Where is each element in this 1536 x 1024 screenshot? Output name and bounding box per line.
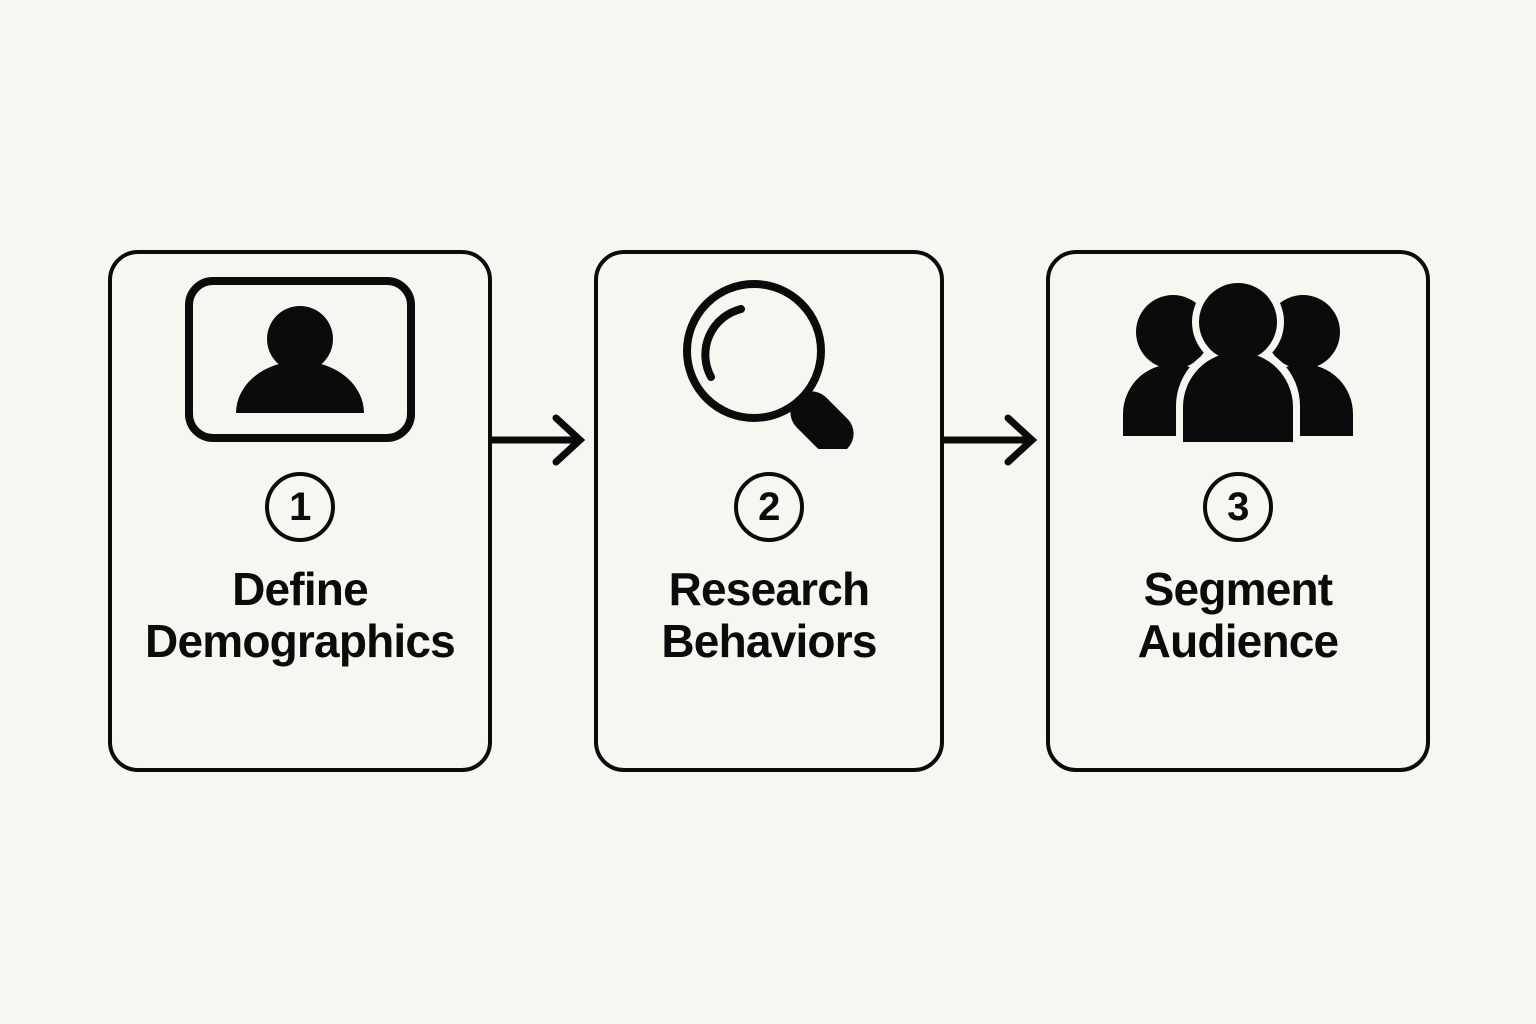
- arrow-right-icon-1: [492, 414, 586, 466]
- id-card-person-icon: [185, 276, 415, 442]
- step-2-icon-slot: [598, 264, 940, 454]
- step-3-icon-slot: [1050, 264, 1426, 454]
- step-2-label: Research Behaviors: [661, 563, 877, 667]
- process-step-card-2[interactable]: 2 Research Behaviors: [594, 250, 944, 772]
- step-1-icon-slot: [112, 264, 488, 454]
- step-3-number-badge: 3: [1203, 472, 1273, 542]
- people-group-icon: [1123, 276, 1353, 444]
- step-1-number-badge: 1: [265, 472, 335, 542]
- arrow-right-icon-2: [944, 414, 1038, 466]
- process-step-card-1[interactable]: 1 Define Demographics: [108, 250, 492, 772]
- step-1-label: Define Demographics: [145, 563, 456, 667]
- step-2-number-badge: 2: [734, 472, 804, 542]
- process-step-card-3[interactable]: 3 Segment Audience: [1046, 250, 1430, 772]
- step-3-label: Segment Audience: [1137, 563, 1339, 667]
- magnifying-glass-icon: [683, 280, 854, 449]
